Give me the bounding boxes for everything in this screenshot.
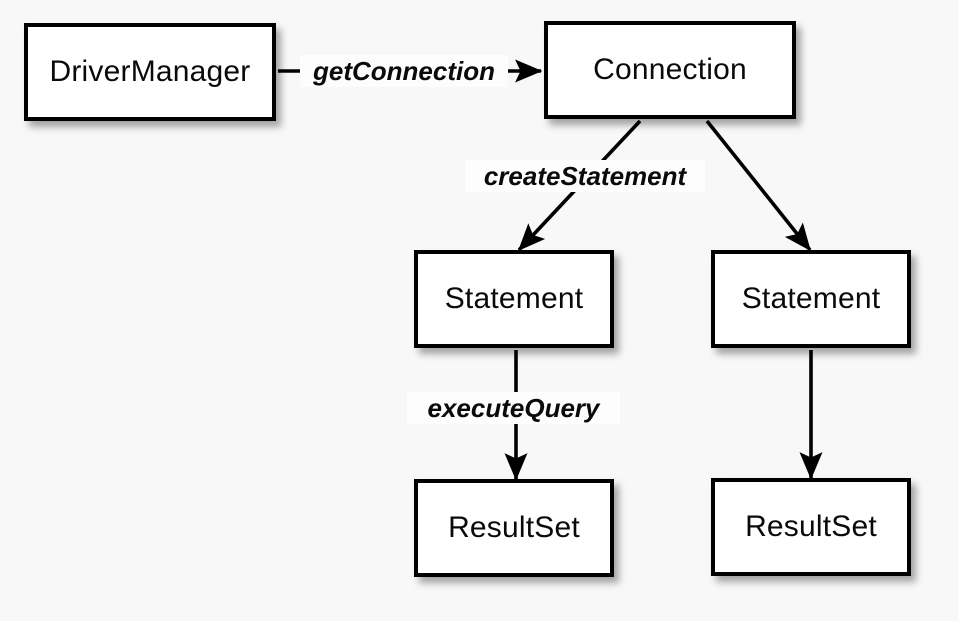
node-label-drivermanager: DriverManager [49, 55, 251, 88]
node-connection[interactable]: Connection [544, 21, 796, 119]
node-resultset-left[interactable]: ResultSet [414, 479, 614, 577]
node-resultset-right[interactable]: ResultSet [711, 478, 911, 576]
node-label-statement-left: Statement [444, 282, 584, 315]
node-label-resultset-right: ResultSet [745, 510, 877, 543]
node-statement-left[interactable]: Statement [414, 250, 614, 348]
node-statement-right[interactable]: Statement [711, 250, 911, 348]
node-label-connection: Connection [593, 53, 747, 86]
edge-label-executequery: executeQuery [407, 392, 620, 424]
node-label-resultset-left: ResultSet [448, 511, 580, 544]
node-label-statement-right: Statement [741, 282, 881, 315]
node-drivermanager[interactable]: DriverManager [24, 23, 276, 121]
edge-line-connection-statement-right [705, 119, 812, 252]
edge-label-createstatement: createStatement [465, 160, 705, 192]
edge-label-getconnection: getConnection [300, 55, 508, 87]
